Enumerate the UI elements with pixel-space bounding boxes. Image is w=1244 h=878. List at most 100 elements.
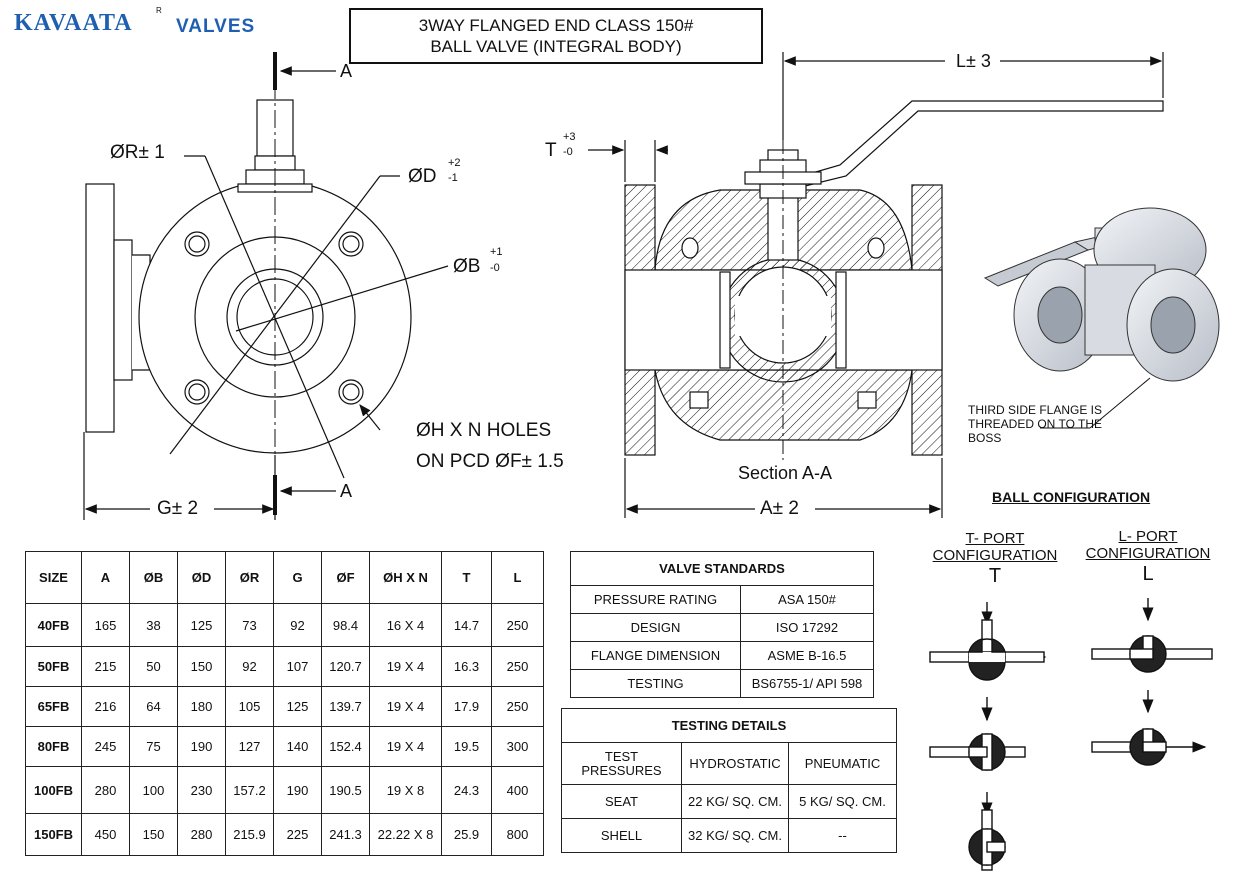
table-cell: 245: [81, 726, 130, 767]
lever: [794, 100, 1164, 189]
bolt-holes: [184, 231, 364, 405]
col-header: SIZE: [25, 551, 82, 604]
test-pressures-line2: PRESSURES: [581, 762, 662, 778]
size-cell: 80FB: [25, 726, 82, 767]
col-header: ØD: [177, 551, 226, 604]
title-line-2: BALL VALVE (INTEGRAL BODY): [430, 37, 682, 56]
standard-value: ASME B-16.5: [740, 641, 874, 670]
table-cell: 152.4: [321, 726, 370, 767]
dim-D-tol-minus: -1: [448, 172, 458, 184]
table-cell: 19 X 4: [369, 726, 442, 767]
iso-note: THIRD SIDE FLANGE IS THREADED ON TO THE …: [968, 403, 1103, 445]
table-cell: 140: [273, 726, 322, 767]
t-port-line1: T- PORT: [965, 530, 1025, 547]
logo-suffix: VALVES: [176, 16, 256, 37]
testing-details-table: TESTING DETAILS TEST PRESSURES HYDROSTAT…: [561, 708, 897, 853]
table-cell: 107: [273, 646, 322, 687]
l-port-icon-1: [1091, 598, 1213, 673]
dim-A-label: A± 2: [760, 498, 799, 519]
t-port-line2: CONFIGURATION: [932, 547, 1058, 564]
table-cell: 250: [491, 603, 544, 647]
table-cell: 19 X 4: [369, 686, 442, 727]
t-port-icon-3: [968, 792, 1006, 871]
col-header: A: [81, 551, 130, 604]
hydrostatic-header: HYDROSTATIC: [681, 742, 789, 785]
l-port-icon-2: [1091, 690, 1207, 766]
table-cell: 92: [273, 603, 322, 647]
dim-G-label: G± 2: [157, 498, 199, 519]
dim-T-tol-plus: +3: [563, 131, 576, 143]
standard-name: PRESSURE RATING: [570, 585, 741, 614]
standard-value: BS6755-1/ API 598: [740, 669, 874, 698]
table-cell: 100: [129, 766, 178, 814]
table-cell: 120.7: [321, 646, 370, 687]
dim-D-label: ØD: [408, 166, 437, 187]
holes-label-line1: ØH X N HOLES: [416, 420, 552, 441]
valve-standards-heading: VALVE STANDARDS: [570, 551, 874, 586]
table-cell: 14.7: [441, 603, 492, 647]
dim-T-tol-minus: -0: [563, 146, 573, 158]
table-cell: 24.3: [441, 766, 492, 814]
table-cell: 157.2: [225, 766, 274, 814]
testing-cell: SHELL: [561, 818, 682, 853]
table-cell: 92: [225, 646, 274, 687]
table-cell: 16 X 4: [369, 603, 442, 647]
table-cell: 38: [129, 603, 178, 647]
table-cell: 50: [129, 646, 178, 687]
testing-cell: 22 KG/ SQ. CM.: [681, 784, 789, 819]
t-port-icon-2: [929, 697, 1026, 771]
table-cell: 800: [491, 813, 544, 856]
table-cell: 64: [129, 686, 178, 727]
l-letter: L: [1142, 563, 1154, 585]
dim-B-tol-minus: -0: [490, 262, 500, 274]
section-mark-top: A: [340, 61, 353, 81]
table-header-row: SIZE A ØB ØD ØR G ØF ØH X N T L: [25, 551, 544, 604]
table-cell: 25.9: [441, 813, 492, 856]
dim-R-label: ØR± 1: [110, 142, 165, 163]
table-cell: 17.9: [441, 686, 492, 727]
test-pressures-header: TEST PRESSURES: [561, 742, 682, 785]
t-port-heading: T- PORT CONFIGURATION T: [925, 530, 1065, 588]
table-cell: 127: [225, 726, 274, 767]
testing-cell: SEAT: [561, 784, 682, 819]
table-cell: 125: [273, 686, 322, 727]
table-cell: 150: [177, 646, 226, 687]
front-view: [83, 52, 449, 520]
table-cell: 280: [81, 766, 130, 814]
size-cell: 40FB: [25, 603, 82, 647]
table-cell: 165: [81, 603, 130, 647]
table-cell: 190: [177, 726, 226, 767]
table-cell: 75: [129, 726, 178, 767]
table-cell: 125: [177, 603, 226, 647]
dim-T-label: T: [545, 140, 557, 161]
table-cell: 19 X 4: [369, 646, 442, 687]
t-port-icon-1: [929, 602, 1047, 681]
ball-config-heading: BALL CONFIGURATION: [992, 489, 1151, 505]
table-cell: 215.9: [225, 813, 274, 856]
section-caption: Section A-A: [738, 463, 833, 483]
holes-label-line2: ON PCD ØF± 1.5: [416, 451, 564, 472]
testing-cell: 32 KG/ SQ. CM.: [681, 818, 789, 853]
size-cell: 150FB: [25, 813, 82, 856]
standard-name: TESTING: [570, 669, 741, 698]
col-header: ØR: [225, 551, 274, 604]
table-cell: 139.7: [321, 686, 370, 727]
pneumatic-header: PNEUMATIC: [788, 742, 897, 785]
table-cell: 22.22 X 8: [369, 813, 442, 856]
l-port-line1: L- PORT: [1118, 528, 1178, 545]
table-cell: 19 X 8: [369, 766, 442, 814]
col-header: ØB: [129, 551, 178, 604]
table-cell: 16.3: [441, 646, 492, 687]
table-cell: 190: [273, 766, 322, 814]
size-cell: 65FB: [25, 686, 82, 727]
standard-value: ASA 150#: [740, 585, 874, 614]
size-cell: 100FB: [25, 766, 82, 814]
table-cell: 105: [225, 686, 274, 727]
